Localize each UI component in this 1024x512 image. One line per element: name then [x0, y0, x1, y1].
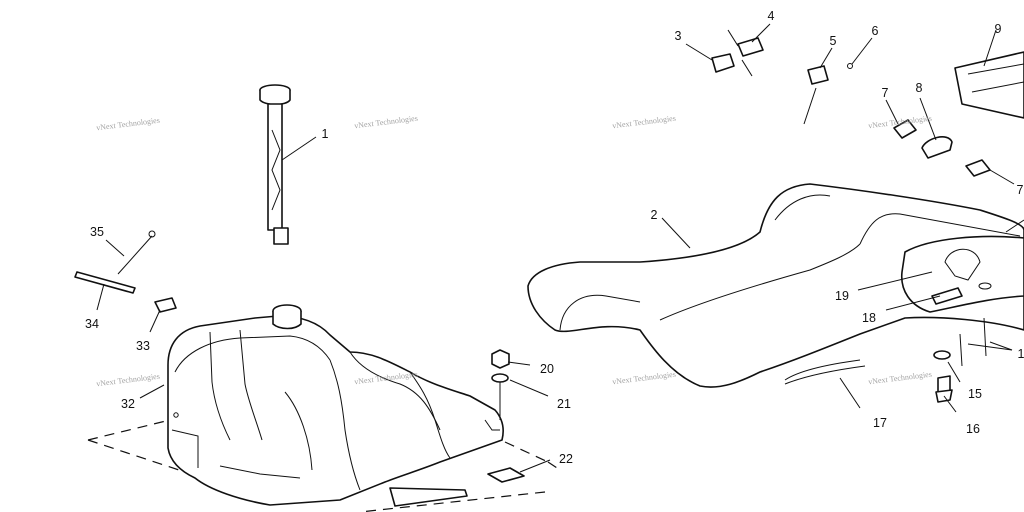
callout-32: 32 — [121, 396, 135, 411]
callout-7-second: 7 — [1016, 182, 1024, 197]
callout-6: 6 — [871, 23, 879, 38]
callout-35: 35 — [90, 224, 104, 239]
small-parts-right — [711, 29, 1024, 403]
callout-22: 22 — [559, 451, 573, 466]
callout-20: 20 — [540, 361, 554, 376]
fuel-tank — [167, 304, 504, 507]
callout-16: 16 — [966, 421, 980, 436]
callout-9: 9 — [994, 21, 1002, 36]
callout-1-partial: 1 — [1017, 346, 1024, 361]
callout-33: 33 — [136, 338, 150, 353]
callout-17: 17 — [873, 415, 887, 430]
callout-34: 34 — [85, 316, 99, 331]
callout-7: 7 — [881, 85, 889, 100]
callout-3: 3 — [674, 28, 682, 43]
callout-15: 15 — [968, 386, 982, 401]
callout-5: 5 — [829, 33, 837, 48]
callout-8: 8 — [915, 80, 923, 95]
fuel-sender — [259, 84, 291, 245]
callout-2: 2 — [650, 207, 658, 222]
callout-21: 21 — [557, 396, 571, 411]
callout-18: 18 — [862, 310, 876, 325]
fasteners-left — [487, 349, 525, 483]
seat — [527, 183, 1024, 388]
leader-lines — [96, 23, 1024, 473]
callout-1: 1 — [321, 126, 329, 141]
vent-parts — [74, 230, 177, 313]
callout-19: 19 — [835, 288, 849, 303]
callout-4: 4 — [767, 8, 775, 23]
